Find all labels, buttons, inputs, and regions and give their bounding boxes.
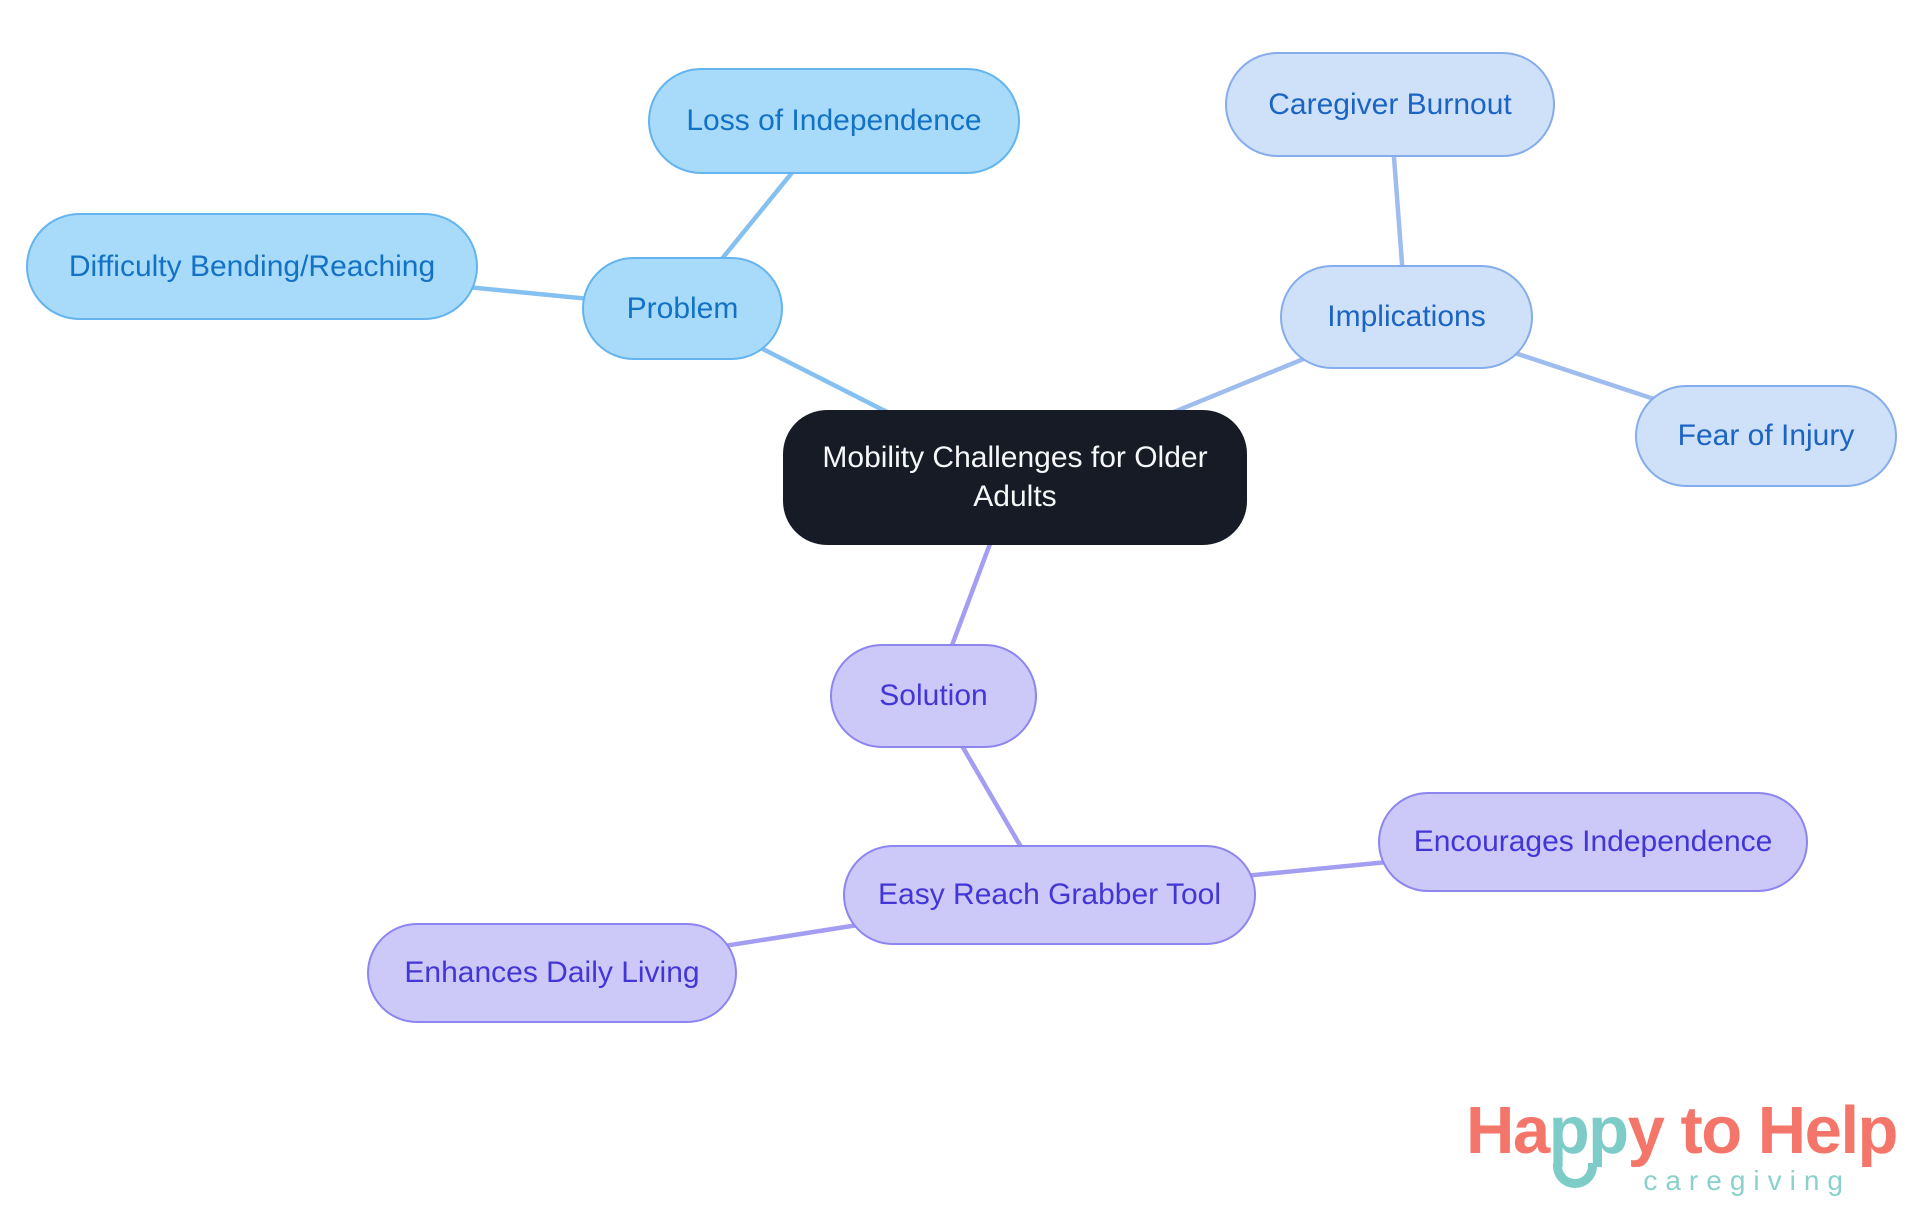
node-central-topic[interactable]: Mobility Challenges for Older Adults <box>783 410 1247 545</box>
node-problem[interactable]: Problem <box>582 257 783 360</box>
node-label: Solution <box>879 679 988 712</box>
logo-part: pp <box>1549 1095 1629 1189</box>
node-caregiver-burnout[interactable]: Caregiver Burnout <box>1225 52 1555 157</box>
logo-part: Help <box>1757 1093 1899 1168</box>
node-label: Caregiver Burnout <box>1268 87 1512 121</box>
node-implications[interactable]: Implications <box>1280 265 1533 369</box>
node-label: Loss of Independence <box>686 104 982 137</box>
logo-tagline: caregiving <box>1643 1165 1851 1197</box>
logo-part: Ha <box>1466 1093 1550 1168</box>
node-label: Difficulty Bending/Reaching <box>68 249 436 283</box>
logo-part: y <box>1627 1093 1665 1168</box>
node-label: Mobility Challenges for Older Adults <box>822 441 1208 513</box>
node-difficulty-bending-reaching[interactable]: Difficulty Bending/Reaching <box>26 213 478 320</box>
logo-part: to <box>1663 1093 1758 1168</box>
node-label: Encourages Independence <box>1413 825 1773 858</box>
node-fear-of-injury[interactable]: Fear of Injury <box>1635 385 1897 487</box>
smile-icon <box>1552 1163 1597 1189</box>
node-solution[interactable]: Solution <box>830 644 1037 748</box>
node-label: Enhances Daily Living <box>404 956 700 989</box>
node-encourages-independence[interactable]: Encourages Independence <box>1378 792 1808 892</box>
node-label: Problem <box>626 291 739 325</box>
node-easy-reach-grabber-tool[interactable]: Easy Reach Grabber Tool <box>843 845 1256 945</box>
node-loss-of-independence[interactable]: Loss of Independence <box>648 68 1020 174</box>
node-label: Implications <box>1327 300 1486 333</box>
node-enhances-daily-living[interactable]: Enhances Daily Living <box>367 923 737 1023</box>
node-label: Fear of Injury <box>1677 419 1855 452</box>
node-label: Easy Reach Grabber Tool <box>878 878 1221 911</box>
